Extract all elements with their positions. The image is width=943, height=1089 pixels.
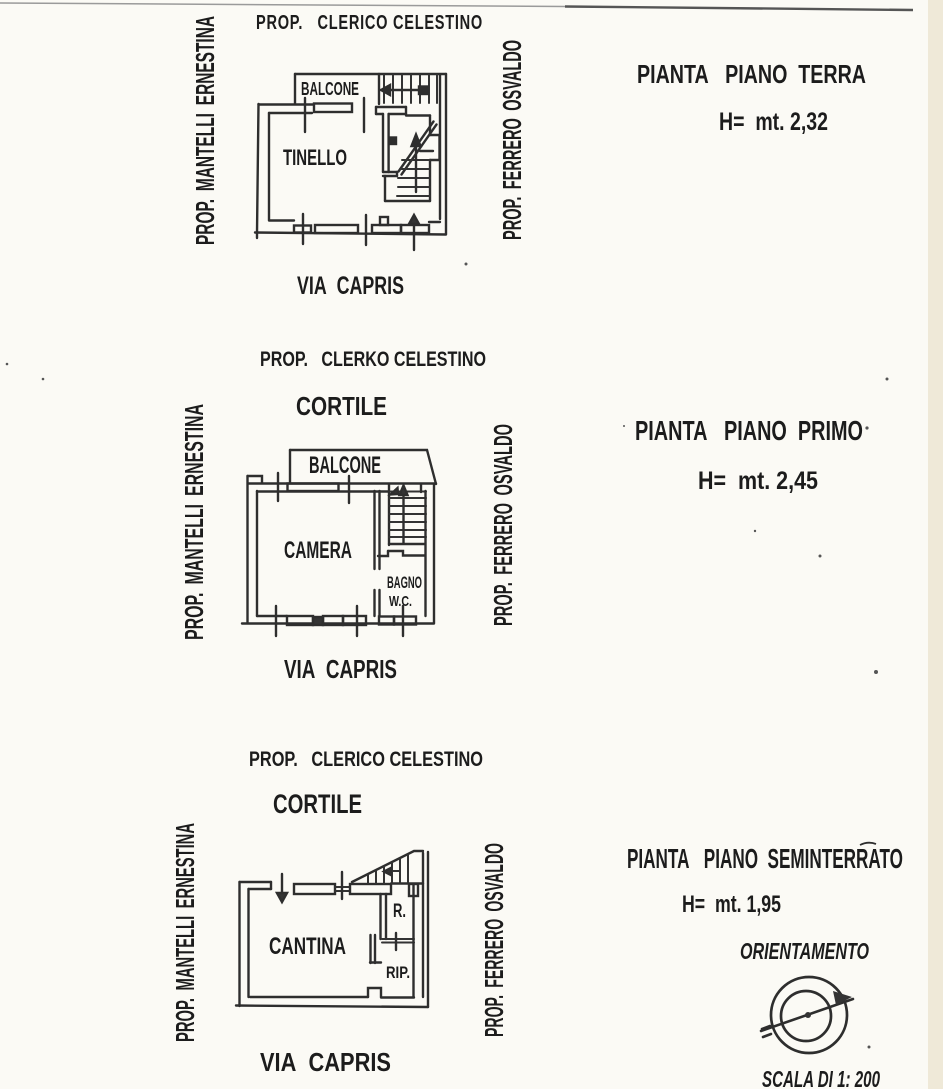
svg-text:CORTILE: CORTILE <box>296 391 387 421</box>
svg-text:BALCONE: BALCONE <box>301 79 359 99</box>
svg-text:PROP. FERRERO OSVALDO: PROP. FERRERO OSVALDO <box>479 843 509 1037</box>
svg-text:SCALA DI 1: 200: SCALA DI 1: 200 <box>762 1066 880 1089</box>
svg-text:H= mt. 2,45: H= mt. 2,45 <box>698 467 818 495</box>
svg-text:PROP. CLERICO CELESTINO: PROP. CLERICO CELESTINO <box>256 12 483 34</box>
svg-text:PROP. CLERKO CELESTINO: PROP. CLERKO CELESTINO <box>260 348 486 371</box>
svg-text:TINELLO: TINELLO <box>283 145 347 170</box>
svg-text:PIANTA PIANO PRIMO: PIANTA PIANO PRIMO <box>635 415 863 446</box>
svg-text:PROP. MANTELLI ERNESTINA: PROP. MANTELLI ERNESTINA <box>179 404 209 640</box>
svg-text:CORTILE: CORTILE <box>273 789 362 819</box>
svg-text:H= mt. 1,95: H= mt. 1,95 <box>682 891 781 918</box>
svg-text:R.: R. <box>393 901 406 922</box>
svg-text:PROP. CLERICO CELESTINO: PROP. CLERICO CELESTINO <box>249 748 483 771</box>
svg-text:VIA CAPRIS: VIA CAPRIS <box>297 272 404 300</box>
svg-text:PIANTA PIANO SEMINTERRATO: PIANTA PIANO SEMINTERRATO <box>627 843 903 874</box>
svg-text:ORIENTAMENTO: ORIENTAMENTO <box>740 938 869 964</box>
svg-text:W.C.: W.C. <box>389 593 412 610</box>
svg-text:VIA CAPRIS: VIA CAPRIS <box>260 1047 391 1077</box>
svg-text:BAGNO: BAGNO <box>387 573 422 592</box>
svg-text:CAMERA: CAMERA <box>284 537 352 564</box>
svg-text:BALCONE: BALCONE <box>309 452 381 479</box>
svg-text:PROP. MANTELLI ERNESTINA: PROP. MANTELLI ERNESTINA <box>170 823 200 1042</box>
svg-text:RIP.: RIP. <box>386 963 410 982</box>
svg-text:VIA CAPRIS: VIA CAPRIS <box>284 654 397 684</box>
svg-text:CANTINA: CANTINA <box>269 933 346 960</box>
svg-text:PROP. FERRERO OSVALDO: PROP. FERRERO OSVALDO <box>488 424 518 626</box>
svg-text:H= mt. 2,32: H= mt. 2,32 <box>719 108 828 136</box>
svg-text:PROP. FERRERO OSVALDO: PROP. FERRERO OSVALDO <box>497 40 527 240</box>
svg-text:PROP. MANTELLI ERNESTINA: PROP. MANTELLI ERNESTINA <box>190 16 220 245</box>
svg-text:PIANTA PIANO TERRA: PIANTA PIANO TERRA <box>637 59 866 89</box>
